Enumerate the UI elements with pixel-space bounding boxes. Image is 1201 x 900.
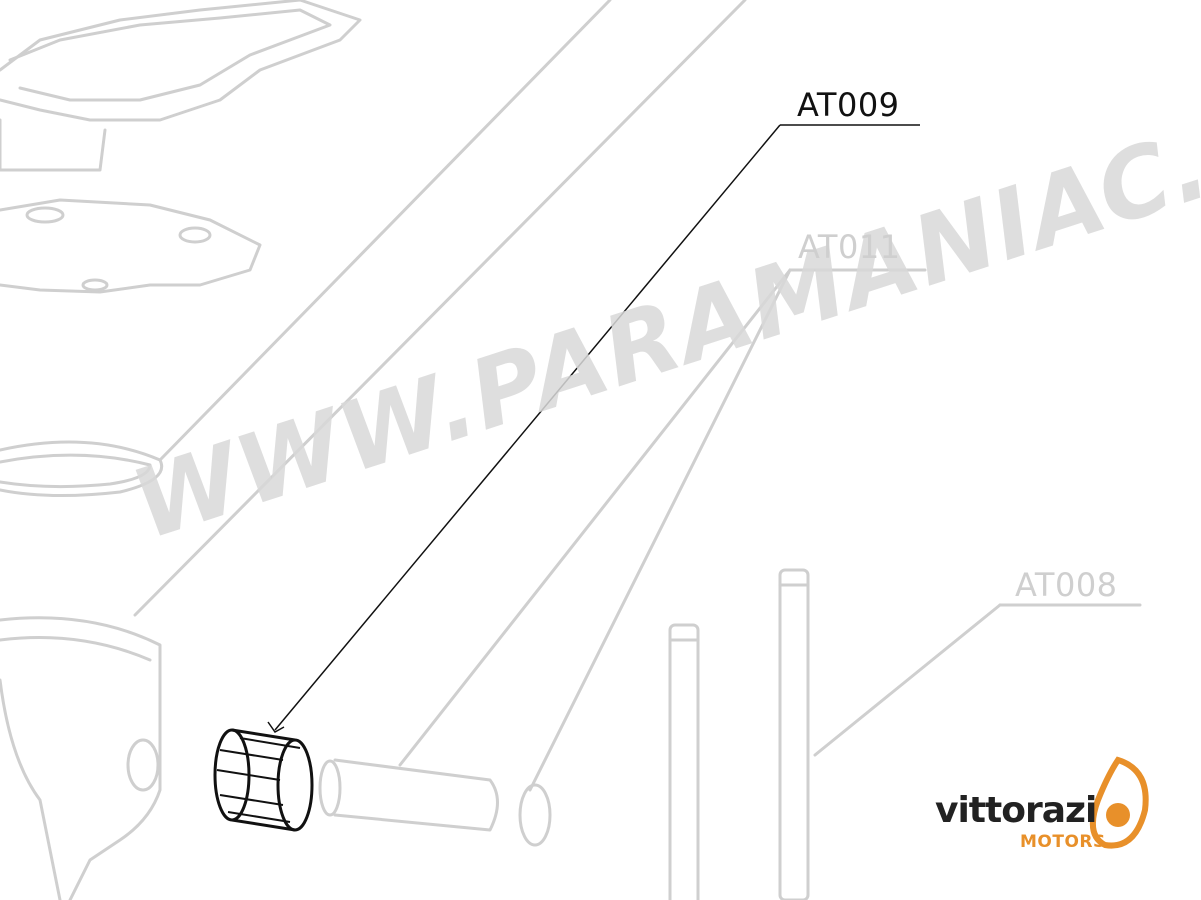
cylinder-head-inner	[8, 8, 332, 102]
leader-line-at011-clip	[528, 268, 792, 792]
piston-top-edge	[0, 636, 152, 662]
leader-line-at008	[813, 603, 1002, 757]
piston-pin-part	[333, 758, 499, 832]
bearing-needles	[216, 737, 301, 823]
brand-logo: vittorazi MOTORS	[935, 790, 1105, 852]
brand-subtitle: MOTORS	[1020, 832, 1106, 852]
bearing-body	[231, 728, 296, 832]
brand-name: vittorazi	[935, 790, 1097, 831]
leader-line-head	[158, 0, 612, 462]
piston-ring-inner	[0, 453, 152, 489]
faded-parts	[0, 0, 1142, 900]
bearing-back-face	[276, 738, 314, 832]
head-gasket-part	[0, 198, 262, 294]
part-label-at008[interactable]: AT008	[1015, 566, 1118, 604]
part-label-at011[interactable]: AT011	[798, 228, 901, 266]
piston-skirt	[0, 678, 62, 900]
needle-bearing-part	[213, 728, 314, 832]
piston-pin-end	[318, 759, 342, 817]
cylinder-head-part	[0, 0, 362, 122]
gasket-hole-c	[81, 278, 109, 292]
gasket-hole-b	[178, 226, 212, 244]
stud-short-part	[668, 623, 700, 900]
gasket-hole-a	[25, 206, 65, 224]
leader-line-ring	[133, 0, 747, 617]
cylinder-head-lower	[0, 118, 107, 172]
piston-pin-hole	[126, 738, 160, 792]
part-label-at009[interactable]: AT009	[797, 86, 900, 124]
vittorazi-logo-icon	[1089, 756, 1149, 849]
piston-ring-part	[0, 440, 163, 498]
piston-part	[0, 616, 162, 900]
leader-arrowhead-at009	[267, 721, 285, 733]
leader-line-at011-pin	[398, 268, 792, 767]
circlip-part	[518, 783, 552, 847]
active-callout	[267, 124, 920, 733]
leader-line-at009	[274, 124, 781, 731]
stud-long-part	[778, 568, 810, 900]
